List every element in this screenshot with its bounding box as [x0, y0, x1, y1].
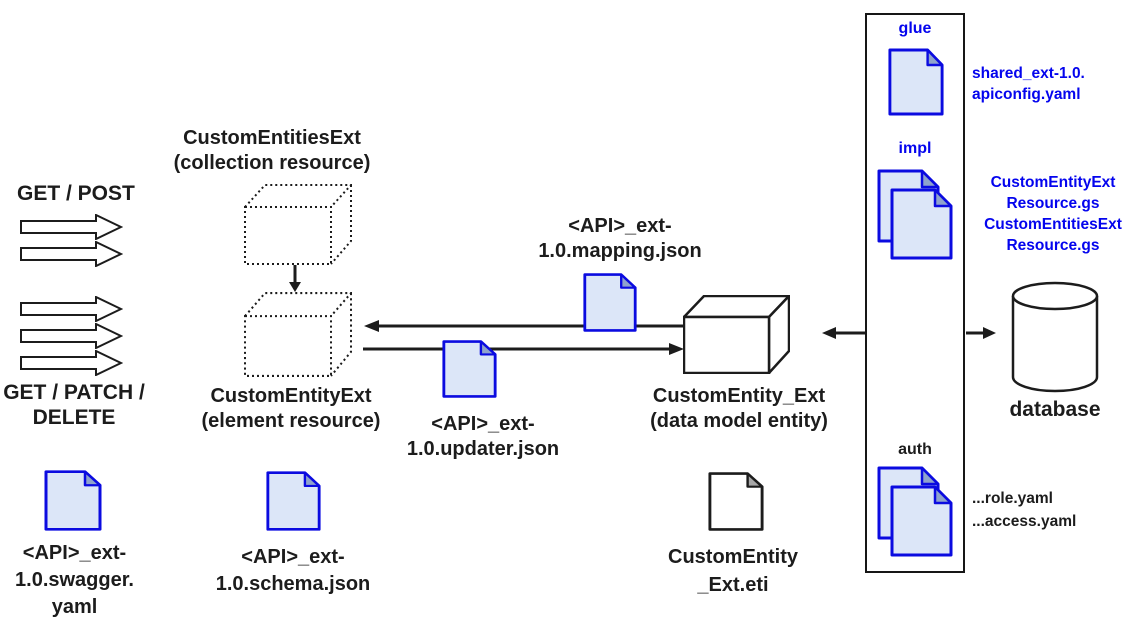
document-icon	[708, 472, 764, 531]
gs-files-label: CustomEntityExt Resource.gs CustomEntiti…	[984, 174, 1122, 254]
swagger-file-label: <API>_ext- 1.0.swagger. yaml	[15, 542, 134, 618]
dotted-cube-icon	[244, 292, 352, 377]
document-icon	[583, 273, 637, 332]
database-cylinder-icon	[1011, 281, 1099, 393]
block-arrow-icon	[20, 296, 123, 322]
api-layer-panel	[865, 13, 965, 573]
dotted-cube-icon	[244, 184, 352, 265]
document-icon	[442, 340, 497, 398]
arrow-right-to-database	[966, 327, 996, 339]
stacked-documents-icon	[877, 169, 953, 260]
cube-icon	[683, 295, 790, 374]
apiconfig-file-label: shared_ext-1.0. apiconfig.yaml	[972, 65, 1085, 103]
mapping-file-label: <API>_ext- 1.0.mapping.json	[538, 215, 702, 262]
get-post-label: GET / POST	[17, 182, 135, 205]
block-arrow-icon	[20, 350, 123, 376]
eti-file-label: CustomEntity _Ext.eti	[668, 546, 798, 596]
database-label: database	[1009, 398, 1101, 421]
stacked-documents-icon	[877, 466, 953, 557]
auth-files-label: ...role.yaml ...access.yaml	[972, 490, 1077, 530]
updater-file-label: <API>_ext- 1.0.updater.json	[406, 413, 560, 460]
document-icon	[888, 48, 944, 116]
data-model-entity-label: CustomEntity_Ext (data model entity)	[650, 385, 828, 432]
arrow-down-icon	[289, 265, 301, 292]
document-icon	[44, 470, 102, 531]
block-arrow-icon	[20, 214, 123, 240]
schema-file-label: <API>_ext- 1.0.schema.json	[215, 546, 371, 595]
get-patch-delete-label: GET / PATCH / DELETE	[3, 381, 145, 429]
collection-resource-label: CustomEntitiesExt (collection resource)	[173, 127, 371, 174]
glue-section-label: glue	[898, 20, 932, 37]
arrow-right-updater	[363, 343, 684, 355]
impl-section-label: impl	[898, 140, 932, 157]
block-arrow-icon	[20, 241, 123, 267]
document-icon	[266, 471, 321, 531]
element-resource-label: CustomEntityExt (element resource)	[201, 385, 381, 432]
auth-section-label: auth	[898, 441, 932, 458]
block-arrow-icon	[20, 323, 123, 349]
arrow-left-to-entity	[822, 327, 867, 339]
